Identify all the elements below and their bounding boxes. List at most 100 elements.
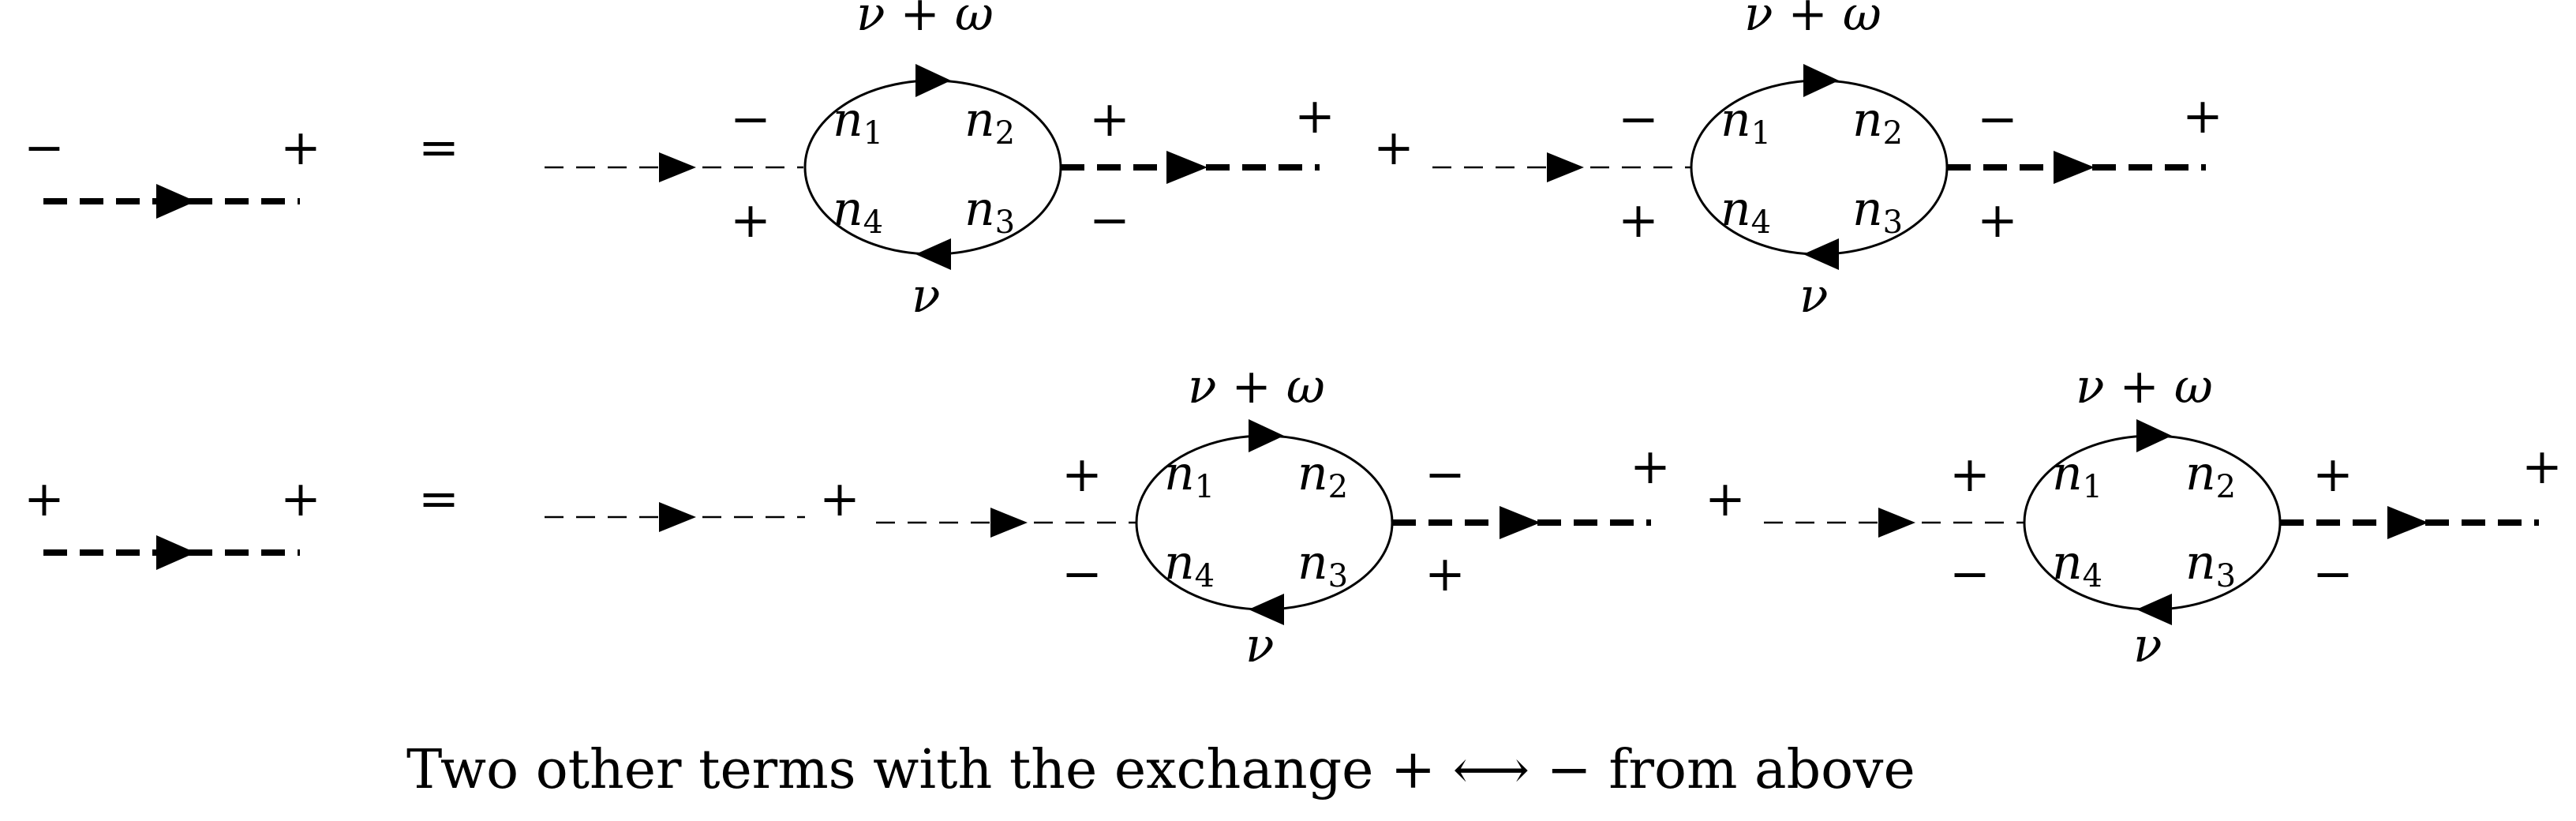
vertex-index-label: n xyxy=(2052,446,2083,501)
vertex-label: n1 xyxy=(1164,446,1215,505)
vertex-index-subscript: 3 xyxy=(1883,204,1903,241)
sign-label: + xyxy=(24,470,65,527)
vertex-index-subscript: 2 xyxy=(1883,115,1903,152)
loop-frequency-top-label: ν + ω xyxy=(1744,0,1881,42)
vertex-index-subscript: 4 xyxy=(2083,558,2102,594)
vertex-index-subscript: 1 xyxy=(1751,115,1771,152)
vertex-index-label: n xyxy=(964,182,995,237)
vertex-label: n3 xyxy=(1852,182,1903,241)
arrow-head xyxy=(915,238,951,270)
row1-lhs-propagator: − + xyxy=(24,118,321,219)
vertex-index-subscript: 2 xyxy=(995,115,1015,152)
loop-frequency-top-label: ν + ω xyxy=(856,0,994,42)
row2-bare-propagator xyxy=(545,502,805,532)
vertex-index-subscript: 1 xyxy=(1195,469,1215,505)
sign-label: − xyxy=(1618,90,1659,148)
vertex-index-label: n xyxy=(964,92,995,148)
sign-label: − xyxy=(24,118,65,176)
loop-frequency-bottom-label: ν xyxy=(2133,618,2162,673)
vertex-index-label: n xyxy=(1297,446,1328,501)
loop-frequency-top-label: ν + ω xyxy=(1188,359,1325,414)
arrow-head xyxy=(659,502,696,532)
vertex-label: n1 xyxy=(2052,446,2102,505)
row2-plus-1: + xyxy=(819,470,860,527)
row2-term1: + − ν + ω ν n1 n2 n4 n3 − + + xyxy=(876,359,1671,673)
vertex-label: n4 xyxy=(1720,182,1771,241)
row1-term2: − + ν + ω ν n1 n2 n4 n3 − + + xyxy=(1432,0,2223,324)
loop-frequency-bottom-label: ν xyxy=(1245,618,1274,673)
vertex-label: n3 xyxy=(964,182,1015,241)
arrow-head xyxy=(1249,594,1284,625)
vertex-index-label: n xyxy=(1164,535,1195,590)
row2-lhs-propagator: + + xyxy=(24,470,321,570)
sign-label: + xyxy=(1618,191,1659,249)
sign-label: − xyxy=(1061,545,1103,602)
vertex-index-label: n xyxy=(1297,535,1328,590)
row1-plus-1: + xyxy=(1373,118,1414,176)
sign-label: + xyxy=(1294,87,1335,144)
arrow-head xyxy=(1547,152,1584,182)
loop-frequency-bottom-label: ν xyxy=(912,268,940,324)
sign-label: + xyxy=(1977,191,2018,249)
arrow-head xyxy=(2136,419,2172,452)
sign-label: + xyxy=(1061,445,1103,503)
arrow-head xyxy=(1878,508,1915,538)
vertex-index-subscript: 4 xyxy=(1195,558,1215,594)
row2-term2: + − ν + ω ν n1 n2 n4 n3 + − + xyxy=(1764,359,2563,673)
sign-label: + xyxy=(2522,437,2563,495)
vertex-index-label: n xyxy=(1164,446,1195,501)
vertex-index-subscript: 1 xyxy=(2083,469,2102,505)
sign-label: + xyxy=(1089,90,1130,148)
vertex-index-label: n xyxy=(1720,92,1751,148)
sign-label: − xyxy=(2312,545,2353,602)
vertex-label: n2 xyxy=(1297,446,1348,505)
sign-label: − xyxy=(1425,445,1466,503)
vertex-index-label: n xyxy=(833,92,863,148)
vertex-index-label: n xyxy=(2185,446,2216,501)
arrow-head xyxy=(156,535,196,570)
arrow-head xyxy=(2136,594,2172,625)
sign-label: − xyxy=(730,90,771,148)
vertex-label: n3 xyxy=(1297,535,1348,594)
vertex-index-label: n xyxy=(833,182,863,237)
arrow-head xyxy=(1803,64,1839,97)
row1-term1: − + ν + ω ν n1 n2 n4 n3 + − + xyxy=(545,0,1335,324)
sign-label: + xyxy=(730,191,771,249)
vertex-index-subscript: 4 xyxy=(863,204,883,241)
loop-frequency-bottom-label: ν xyxy=(1799,268,1828,324)
sign-label: + xyxy=(2312,445,2353,503)
sign-label: − xyxy=(1089,191,1130,249)
vertex-index-label: n xyxy=(1720,182,1751,237)
vertex-index-subscript: 3 xyxy=(995,204,1015,241)
vertex-label: n1 xyxy=(1720,92,1771,152)
vertex-index-subscript: 1 xyxy=(863,115,883,152)
arrow-head xyxy=(915,64,951,97)
sign-label: + xyxy=(280,118,321,176)
vertex-label: n4 xyxy=(2052,535,2102,594)
arrow-head xyxy=(1166,151,1208,184)
vertex-index-subscript: 2 xyxy=(1328,469,1348,505)
sign-label: − xyxy=(1949,545,1990,602)
sign-label: + xyxy=(1949,445,1990,503)
vertex-label: n2 xyxy=(964,92,1015,152)
arrow-head xyxy=(1803,238,1839,270)
vertex-index-subscript: 3 xyxy=(2216,558,2236,594)
sign-label: + xyxy=(280,470,321,527)
row1-equals: = xyxy=(418,118,459,176)
vertex-label: n3 xyxy=(2185,535,2236,594)
row2-equals: = xyxy=(418,470,459,527)
loop-frequency-top-label: ν + ω xyxy=(2076,359,2213,414)
arrow-head xyxy=(990,508,1028,538)
vertex-index-label: n xyxy=(2185,535,2216,590)
vertex-label: n2 xyxy=(2185,446,2236,505)
arrow-head xyxy=(659,152,696,182)
arrow-head xyxy=(2054,151,2095,184)
vertex-label: n4 xyxy=(833,182,883,241)
vertex-label: n2 xyxy=(1852,92,1903,152)
arrow-head xyxy=(156,184,196,219)
diagram-caption: Two other terms with the exchange + ⟷ − … xyxy=(406,739,1915,801)
vertex-label: n4 xyxy=(1164,535,1215,594)
row2-plus-2: + xyxy=(1705,470,1746,527)
sign-label: − xyxy=(1977,90,2018,148)
